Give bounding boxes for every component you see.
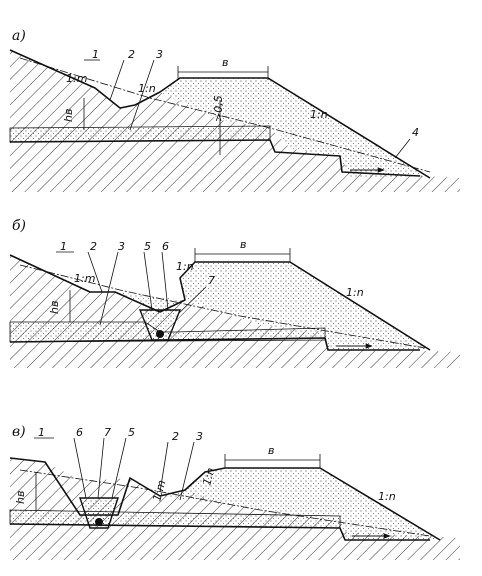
- callout-line-c-6: [73, 437, 87, 499]
- embankment-fill-b: [115, 262, 430, 350]
- slope-mid-a: 1:n: [138, 82, 156, 95]
- slope-right-c: 1:n: [378, 490, 396, 503]
- panel-label-c: в): [12, 424, 26, 440]
- callout-b-6: 6: [162, 240, 169, 253]
- foundation-steps-a: [9, 139, 421, 177]
- callout-b-2: 2: [90, 240, 97, 253]
- depth-label-c: hв: [14, 491, 27, 504]
- embankment-fill-a: [160, 78, 430, 178]
- embankment-outline-a: [9, 49, 431, 179]
- callout-line-c-3: [179, 441, 195, 501]
- callout-line-b-3: [99, 251, 119, 326]
- slope-left-a: 1:m: [66, 72, 87, 85]
- width-label-b: в: [240, 238, 246, 251]
- slope-right-b: 1:n: [346, 286, 364, 299]
- panel-b: в hв 1:m 1:n 1:n 1 2 3 5 6 7 б): [9, 218, 460, 368]
- callout-line-a-4: [394, 138, 411, 159]
- callout-c-2: 2: [172, 430, 179, 443]
- slope-mid-c: 1:n: [200, 466, 217, 486]
- panel-c: в hв 1:m 1:n 1:n 1 6 7 5 2 3 в): [9, 424, 460, 560]
- water-line-b: [19, 264, 426, 349]
- callout-line-c-2: [159, 441, 169, 493]
- trench-c: [79, 497, 119, 529]
- slope-mid-b: 1:n: [176, 260, 194, 273]
- panel-a: в hв >0,5 1:m 1:n 1:n 1 2 3 4 а): [9, 28, 460, 192]
- callout-line-b-2: [87, 251, 103, 293]
- callout-line-b-7: [177, 286, 207, 315]
- depth-label-a: hв: [62, 109, 75, 122]
- callout-line-b-5: [143, 251, 153, 311]
- callout-a-3: 3: [156, 48, 163, 61]
- depth-label-b: hв: [48, 301, 61, 314]
- callout-line-a-2: [109, 59, 125, 101]
- embankment-fill-c: [160, 468, 440, 540]
- callout-b-3: 3: [118, 240, 125, 253]
- callout-line-c-5: [111, 437, 127, 499]
- callout-c-3: 3: [196, 430, 203, 443]
- callout-b-5: 5: [144, 240, 151, 253]
- panel-label-a: а): [12, 28, 26, 44]
- callout-line-c-7: [97, 437, 105, 499]
- drain-pipe-c: [95, 518, 103, 526]
- width-label-a: в: [222, 56, 228, 69]
- offset-label-a: >0,5: [212, 95, 225, 122]
- callout-c-5: 5: [128, 426, 135, 439]
- callout-c-6: 6: [76, 426, 83, 439]
- slope-right-a: 1:n: [310, 108, 328, 121]
- callout-line-a-3: [129, 59, 155, 131]
- foundation-steps-b: [9, 337, 420, 351]
- slope-left-c: 1:m: [150, 479, 168, 503]
- water-line-c: [19, 469, 431, 537]
- embankment-outline-c: [9, 457, 441, 541]
- callout-b-1: 1: [60, 240, 67, 253]
- callout-a-1: 1: [92, 48, 99, 61]
- ground-hatch-a: [10, 50, 460, 192]
- callout-b-7: 7: [208, 274, 215, 287]
- slope-left-b: 1:m: [74, 272, 95, 285]
- callout-line-b-6: [161, 251, 169, 311]
- width-label-c: в: [268, 444, 274, 457]
- embankment-outline-b: [9, 254, 431, 351]
- callout-a-2: 2: [128, 48, 135, 61]
- callout-c-1: 1: [38, 426, 45, 439]
- drain-pipe-b: [156, 330, 164, 338]
- foundation-steps-c: [9, 523, 430, 541]
- callout-a-4: 4: [412, 126, 419, 139]
- water-line-a: [19, 57, 431, 173]
- panel-label-b: б): [12, 218, 26, 234]
- callout-c-7: 7: [104, 426, 111, 439]
